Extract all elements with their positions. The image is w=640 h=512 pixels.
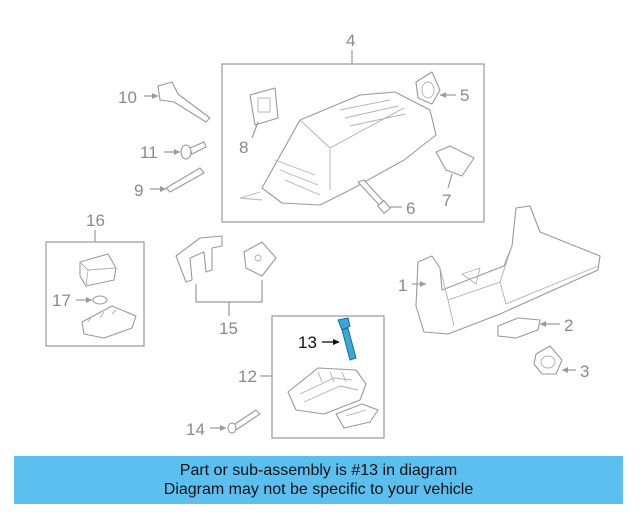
callout-10: 10 [118,88,137,107]
callout-15: 15 [219,319,238,338]
part-7-cover [435,145,475,177]
part-3-lock-cylinder [533,345,563,375]
part-info-banner: Part or sub-assembly is #13 in diagram D… [14,456,623,504]
group-box-4 [221,63,485,223]
callout-17: 17 [52,291,71,310]
part-14-pin [227,409,261,434]
callout-14: 14 [186,420,205,439]
part-2-latch [497,317,541,339]
part-15-pad [243,241,277,277]
part-9-rod [165,167,205,193]
callout-9: 9 [134,181,143,200]
banner-line-2: Diagram may not be specific to your vehi… [163,481,474,498]
callout-5: 5 [460,86,469,105]
callout-13: 13 [298,333,317,352]
callout-3: 3 [580,362,589,381]
banner-line-1: Part or sub-assembly is #13 in diagram [179,462,458,479]
callout-4: 4 [346,31,355,50]
callout-2: 2 [564,316,573,335]
part-13-screw-highlighted [337,317,357,361]
part-15-bracket [175,235,223,283]
callout-11: 11 [140,143,158,162]
callout-16: 16 [86,211,105,230]
part-10-latch [157,81,211,123]
parts-diagram: 4 8 5 7 6 10 1 [45,31,601,439]
part-17-bulb [92,295,108,305]
part-6-screw [357,179,391,214]
part-12-filter [335,403,379,429]
part-11-bolt [180,141,207,160]
callout-6: 6 [406,199,415,218]
part-8-clip [249,87,279,126]
part-1-glove-box-lower [415,205,601,335]
part-12-vent-housing [287,367,367,415]
group-box-12 [271,315,385,439]
callout-8: 8 [239,138,248,157]
callout-12: 12 [238,367,257,386]
part-16-housing [79,253,117,287]
callout-7: 7 [442,191,451,210]
callout-1: 1 [398,276,407,295]
part-16-lamp-base [81,305,137,339]
glove-box-upper-part [239,91,437,206]
part-5-bracket [415,71,441,105]
